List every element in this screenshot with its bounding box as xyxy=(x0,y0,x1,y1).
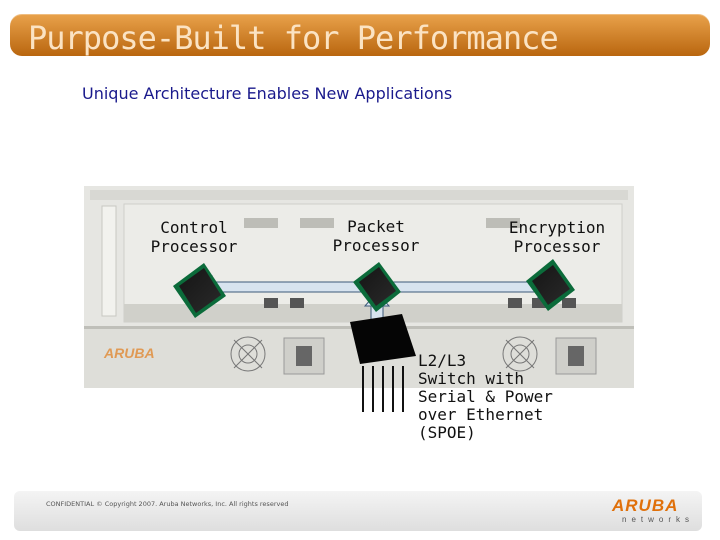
control-processor-label-line2: Processor xyxy=(150,237,238,256)
control-processor-chip xyxy=(173,263,226,318)
aruba-logo: ARUBA networks xyxy=(606,496,702,530)
ethernet-cables xyxy=(362,366,404,412)
logo-word: ARUBA xyxy=(612,496,679,515)
control-processor-label-line1: Control xyxy=(160,218,228,237)
fan-right xyxy=(502,336,538,372)
encryption-processor-label-line2: Processor xyxy=(513,237,601,256)
title-bar xyxy=(10,14,710,56)
packet-processor-label: Packet Processor xyxy=(330,217,422,255)
control-processor-label: Control Processor xyxy=(148,218,240,256)
fan-left xyxy=(230,336,266,372)
footer-bar xyxy=(14,491,702,531)
switch-chip xyxy=(350,314,416,364)
page-subtitle: Unique Architecture Enables New Applicat… xyxy=(82,84,453,103)
encryption-processor-chip xyxy=(526,259,575,311)
packet-processor-label-line2: Processor xyxy=(332,236,420,255)
packet-processor-chip xyxy=(353,262,401,312)
page-title: Purpose-Built for Performance xyxy=(28,19,559,57)
footer-copyright: CONFIDENTIAL © Copyright 2007. Aruba Net… xyxy=(46,500,289,508)
encryption-processor-label: Encryption Processor xyxy=(505,218,609,256)
encryption-processor-label-line1: Encryption xyxy=(508,218,606,237)
chassis-logo: ARUBA xyxy=(103,345,155,361)
switch-label: L2/L3 Switch with Serial & Power over Et… xyxy=(418,351,553,442)
logo-subtext: networks xyxy=(622,515,695,524)
packet-processor-label-line1: Packet xyxy=(347,217,405,236)
